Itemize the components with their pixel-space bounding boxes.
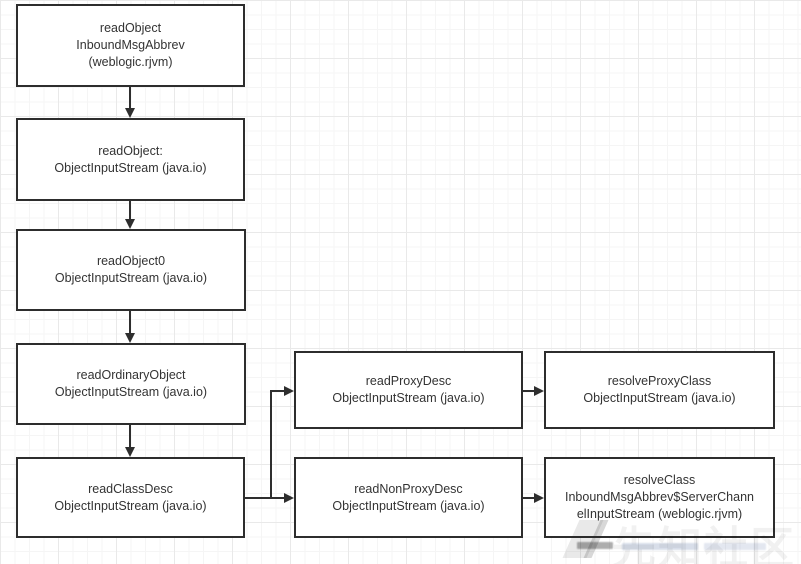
arrowhead-right-icon [534, 386, 544, 396]
connector-readobject-to-readobject0 [129, 201, 131, 220]
watermark-text: 先知社区 [612, 524, 796, 564]
node-readordinaryobject[interactable]: readOrdinaryObject ObjectInputStream (ja… [16, 343, 246, 425]
arrowhead-down-icon [125, 333, 135, 343]
watermark-subtext-blue [622, 543, 698, 550]
node-line: InboundMsgAbbrev [76, 38, 185, 52]
arrowhead-down-icon [125, 447, 135, 457]
connector-readordinaryobject-to-readclassdesc [129, 425, 131, 448]
node-line: ObjectInputStream (java.io) [332, 498, 485, 513]
node-line: InboundMsgAbbrev$ServerChann [564, 490, 754, 504]
node-line: ObjectInputStream (java.io) [583, 391, 736, 405]
node-readclassdesc[interactable]: readClassDesc ObjectInputStream (java.io… [16, 457, 245, 538]
node-label: readClassDesc ObjectInputStream (java.io… [54, 481, 206, 515]
node-readobject0[interactable]: readObject0 ObjectInputStream (java.io) [16, 229, 246, 311]
arrowhead-right-icon [284, 386, 294, 396]
node-line: readNonProxyDesc [354, 481, 463, 496]
connector-readobject0-to-readordinaryobject [129, 311, 131, 334]
connector-branch-vertical [270, 390, 272, 499]
node-line: (weblogic.rjvm) [88, 55, 173, 69]
node-line: ObjectInputStream (java.io) [54, 271, 208, 285]
connector-readproxydesc-to-resolveproxyclass [523, 390, 534, 392]
node-label: readObject InboundMsgAbbrev (weblogic.rj… [76, 20, 184, 71]
node-label: readOrdinaryObject ObjectInputStream (ja… [55, 367, 207, 401]
node-line: readClassDesc [88, 481, 173, 496]
node-line: resolveProxyClass [607, 374, 712, 388]
node-label: readProxyDesc ObjectInputStream (java.io… [332, 373, 484, 407]
node-label: readObject: ObjectInputStream (java.io) [54, 143, 206, 177]
node-resolveclass[interactable]: resolveClass InboundMsgAbbrev$ServerChan… [544, 457, 775, 538]
node-label: readNonProxyDesc ObjectInputStream (java… [332, 481, 484, 515]
connector-branch-to-readproxydesc [270, 390, 284, 392]
node-line: ObjectInputStream (java.io) [54, 385, 208, 399]
arrowhead-down-icon [125, 219, 135, 229]
node-label: readObject0 ObjectInputStream (java.io) [55, 253, 207, 287]
watermark-subtext-blue [704, 543, 766, 550]
node-line: ObjectInputStream (java.io) [54, 498, 207, 513]
arrowhead-right-icon [534, 493, 544, 503]
node-readobject-inboundmsgabbrev[interactable]: readObject InboundMsgAbbrev (weblogic.rj… [16, 4, 245, 87]
connector-readclassdesc-to-readnonproxydesc [244, 497, 284, 499]
node-readnonproxydesc[interactable]: readNonProxyDesc ObjectInputStream (java… [294, 457, 523, 538]
node-label: resolveProxyClass ObjectInputStream (jav… [583, 373, 735, 407]
node-line: readOrdinaryObject [76, 368, 186, 382]
arrowhead-down-icon [125, 108, 135, 118]
node-line: readProxyDesc [365, 374, 452, 388]
node-resolveproxyclass[interactable]: resolveProxyClass ObjectInputStream (jav… [544, 351, 775, 429]
node-line: readObject0 [96, 254, 166, 268]
node-line: resolveClass [623, 473, 696, 487]
node-readobject-objectinputstream[interactable]: readObject: ObjectInputStream (java.io) [16, 118, 245, 201]
node-line: ObjectInputStream (java.io) [54, 160, 207, 175]
node-line: ObjectInputStream (java.io) [332, 391, 485, 405]
node-label: resolveClass InboundMsgAbbrev$ServerChan… [565, 472, 754, 523]
node-readproxydesc[interactable]: readProxyDesc ObjectInputStream (java.io… [294, 351, 523, 429]
watermark-subtext-gray [577, 542, 613, 549]
connector-readnonproxydesc-to-resolveclass [523, 497, 534, 499]
arrowhead-right-icon [284, 493, 294, 503]
node-line: elInputStream (weblogic.rjvm) [576, 507, 743, 521]
node-line: readObject: [98, 143, 163, 158]
node-line: readObject [99, 21, 162, 35]
connector-readobjectinbound-to-readobject [129, 87, 131, 109]
